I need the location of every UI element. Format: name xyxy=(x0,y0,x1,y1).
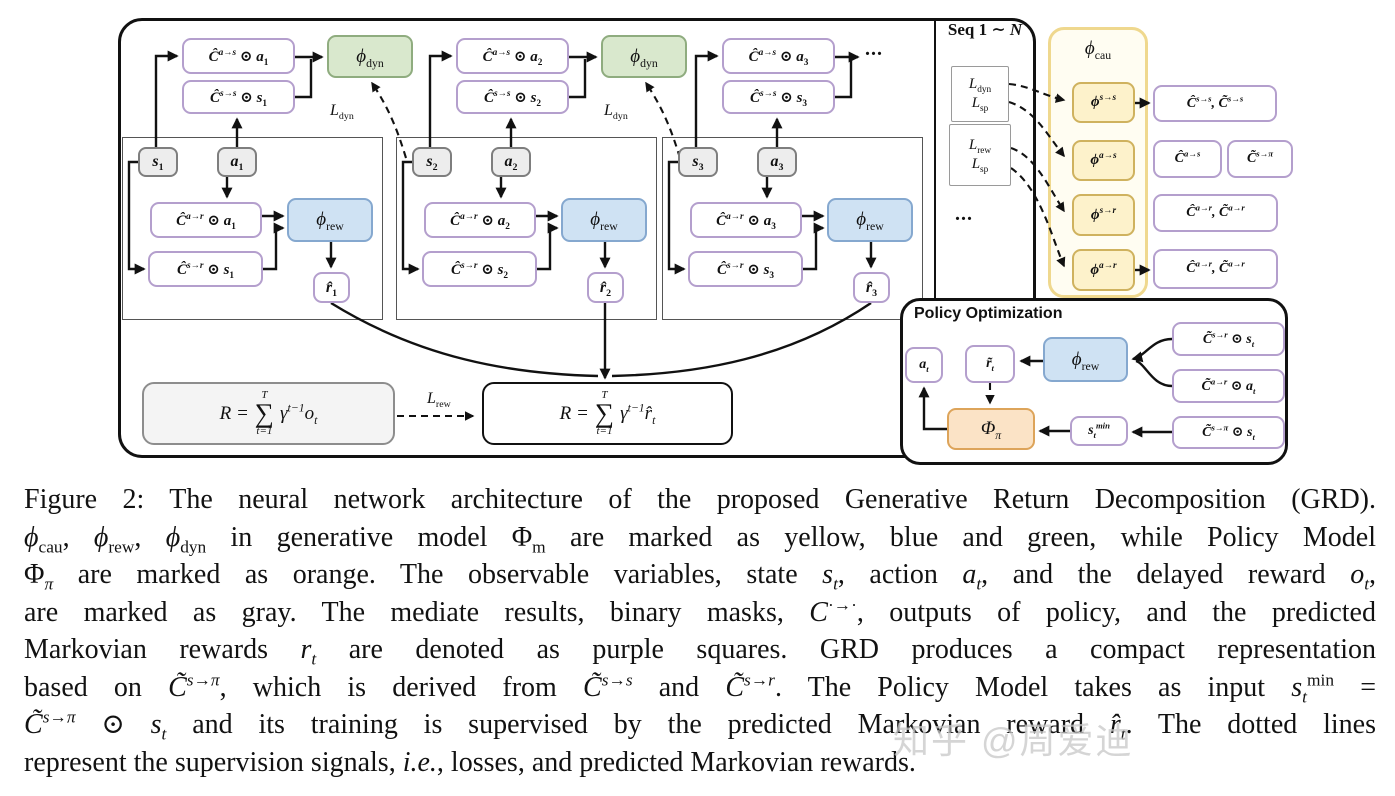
sum-symbol: T ∑ t=1 xyxy=(594,389,615,437)
state-box: s1 xyxy=(138,147,178,177)
phi-rew-box: ϕrew xyxy=(287,198,373,242)
sequence-block-1: Ĉa→s ⊙ a1 Ĉs→s ⊙ s1 ϕdyn Ldyn s1 a1 Ĉa→r… xyxy=(118,0,418,470)
watermark: 知乎 @周爱迪 xyxy=(893,720,1134,761)
mask-output-spi-box: C̃s→π xyxy=(1227,140,1293,178)
policy-action-box: at xyxy=(905,347,943,383)
figure-caption: Figure 2: The neural network architectur… xyxy=(24,481,1376,781)
sequence-ellipsis: ... xyxy=(865,38,883,60)
phi-rew-box: ϕrew xyxy=(561,198,647,242)
policy-input-spi-box: C̃s→π ⊙ st xyxy=(1172,416,1285,449)
policy-net-box: Φπ xyxy=(947,408,1035,450)
action-box: a2 xyxy=(491,147,531,177)
mask-s-to-r-box: Ĉs→r ⊙ s1 xyxy=(148,251,263,287)
caption-line: C̃s→π ⊙ st and its training is supervise… xyxy=(24,707,1376,744)
mask-s-to-r-box: Ĉs→r ⊙ s3 xyxy=(688,251,803,287)
mask-output-sr-box: Ĉa→r, C̃a→r xyxy=(1153,194,1278,232)
phi-s-to-s-box: ϕs→s xyxy=(1072,82,1135,123)
caption-line: based on C̃s→π, which is derived from C̃… xyxy=(24,670,1376,707)
caption-line: Figure 2: The neural network architectur… xyxy=(24,484,1376,515)
sum-symbol: T ∑ t=1 xyxy=(254,389,275,437)
mask-a-to-s-box: Ĉa→s ⊙ a1 xyxy=(182,38,295,74)
phi-dyn-box: ϕdyn xyxy=(327,35,413,78)
loss-dyn-label: Ldyn xyxy=(330,102,354,123)
action-box: a3 xyxy=(757,147,797,177)
predicted-reward-box: r̂1 xyxy=(313,272,350,303)
mask-s-to-s-box: Ĉs→s ⊙ s3 xyxy=(722,80,835,114)
loss-rew-sp-box: Lrew Lsp xyxy=(949,124,1011,186)
seq1-subframe xyxy=(122,137,383,320)
state-box: s3 xyxy=(678,147,718,177)
policy-input-sr-box: C̃s→r ⊙ st xyxy=(1172,322,1285,356)
sequence-block-2: Ĉa→s ⊙ a2 Ĉs→s ⊙ s2 ϕdyn Ldyn s2 a2 Ĉa→r… xyxy=(392,0,692,470)
loss-ellipsis: ... xyxy=(955,203,973,225)
phi-rew-box: ϕrew xyxy=(827,198,913,242)
mask-s-to-s-box: Ĉs→s ⊙ s1 xyxy=(182,80,295,114)
mask-a-to-r-box: Ĉa→r ⊙ a1 xyxy=(150,202,262,238)
caption-line: are marked as gray. The mediate results,… xyxy=(24,595,1376,628)
sequence-block-3: Ĉa→s ⊙ a3 Ĉs→s ⊙ s3 ... s3 a3 Ĉa→r ⊙ a3 … xyxy=(658,0,958,470)
phi-s-to-r-box: ϕs→r xyxy=(1072,194,1135,236)
loss-rew-label: Lrew xyxy=(427,390,451,411)
mask-a-to-s-box: Ĉa→s ⊙ a3 xyxy=(722,38,835,74)
mask-output-ss-box: Ĉs→s, C̃s→s xyxy=(1153,85,1277,122)
loss-dyn-label: Ldyn xyxy=(604,102,628,123)
mask-a-to-r-box: Ĉa→r ⊙ a3 xyxy=(690,202,802,238)
mask-s-to-r-box: Ĉs→r ⊙ s2 xyxy=(422,251,537,287)
phi-a-to-r-box: ϕa→r xyxy=(1072,249,1135,291)
policy-phi-rew-box: ϕrew xyxy=(1043,337,1128,382)
seq-range-label: Seq 1 ∼ N xyxy=(947,20,1023,39)
mask-a-to-s-box: Ĉa→s ⊙ a2 xyxy=(456,38,569,74)
mask-output-ar-box: Ĉa→r, C̃a→r xyxy=(1153,249,1278,289)
policy-reward-box: r̃t xyxy=(965,345,1015,383)
mask-output-as-box: Ĉa→s xyxy=(1153,140,1222,178)
mask-a-to-r-box: Ĉa→r ⊙ a2 xyxy=(424,202,536,238)
phi-cau-title: ϕcau xyxy=(1084,38,1112,62)
predicted-reward-box: r̂2 xyxy=(587,272,624,303)
caption-line: Φπ are marked as orange. The observable … xyxy=(24,559,1377,594)
caption-line: ϕcau, ϕrew, ϕdyn in generative model Φm … xyxy=(24,521,1376,557)
action-box: a1 xyxy=(217,147,257,177)
policy-input-ar-box: C̃a→r ⊙ at xyxy=(1172,369,1285,403)
predicted-return-box: R = T ∑ t=1 γt−1r̂t xyxy=(482,382,733,445)
predicted-reward-box: r̂3 xyxy=(853,272,890,303)
observed-return-box: R = T ∑ t=1 γt−1ot xyxy=(142,382,395,445)
phi-dyn-box: ϕdyn xyxy=(601,35,687,78)
state-box: s2 xyxy=(412,147,452,177)
sequence-column-divider xyxy=(934,21,936,455)
caption-line: Markovian rewards rt are denoted as purp… xyxy=(24,634,1376,669)
caption-line: represent the supervision signals, i.e.,… xyxy=(24,746,916,778)
loss-dyn-sp-box: Ldyn Lsp xyxy=(951,66,1009,122)
mask-s-to-s-box: Ĉs→s ⊙ s2 xyxy=(456,80,569,114)
policy-smin-box: stmin xyxy=(1070,416,1128,446)
policy-optimization-title: Policy Optimization xyxy=(914,305,1063,322)
phi-a-to-s-box: ϕa→s xyxy=(1072,140,1135,181)
